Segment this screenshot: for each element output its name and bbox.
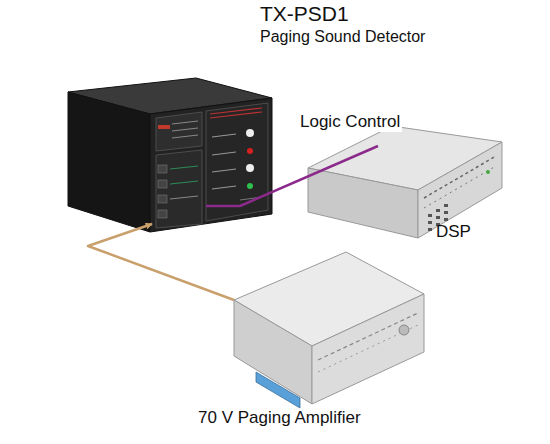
device-name: DSP xyxy=(436,222,471,242)
amplifier-unit xyxy=(234,252,424,408)
detector-unit xyxy=(68,78,272,232)
device-title: TX-PSD1 xyxy=(260,2,349,26)
device-subtitle: Paging Sound Detector xyxy=(260,28,425,46)
logic-wire xyxy=(206,146,378,206)
dsp-node: DSP xyxy=(308,126,502,238)
amplifier-node: 70 V Paging Amplifier xyxy=(234,252,424,404)
wire-label: Logic Control xyxy=(298,112,402,132)
device-name: 70 V Paging Amplifier xyxy=(198,408,361,428)
detector-unit-node: TX-PSD1Paging Sound Detector xyxy=(68,80,272,232)
audio-wire xyxy=(88,224,234,300)
dsp-unit xyxy=(308,126,502,238)
